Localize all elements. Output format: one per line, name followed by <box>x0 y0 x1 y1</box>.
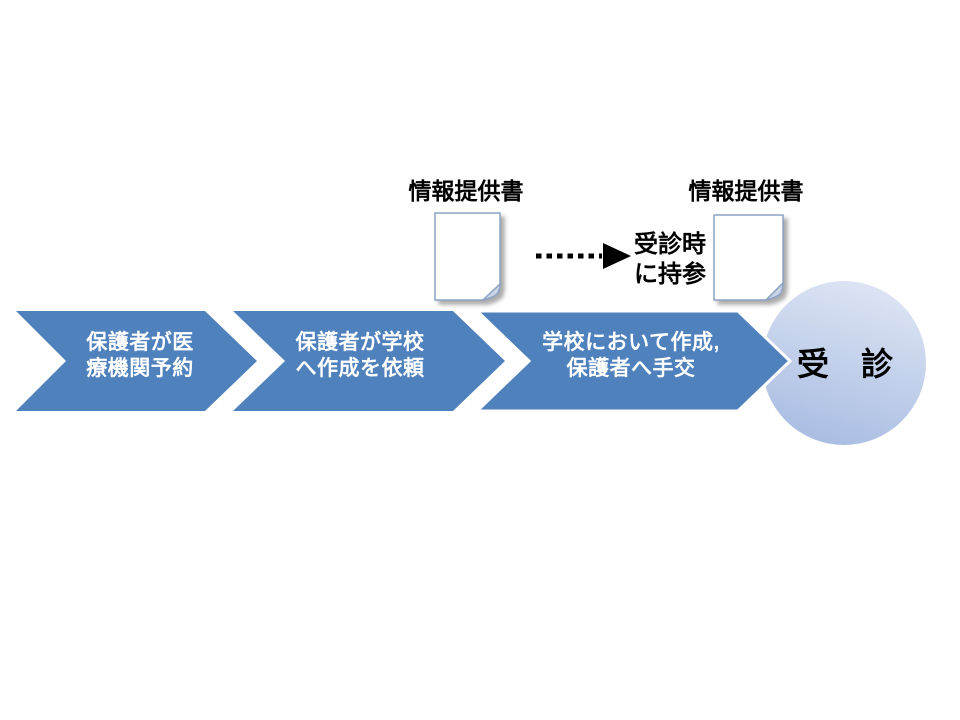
document-1-fold-corner <box>480 282 501 302</box>
chevron-2-label-line2: へ作成を依頼 <box>296 356 425 380</box>
chevron-step-3 <box>473 309 793 413</box>
document-1-page <box>434 212 501 301</box>
chevron-1-label-line2: 療機関予約 <box>86 356 194 380</box>
document-icon-2 <box>713 214 784 302</box>
dotted-arrow <box>536 243 631 269</box>
chevron-step-1 <box>16 311 257 411</box>
document-2-page <box>713 214 784 301</box>
outcome-circle <box>762 281 926 445</box>
chevron-1-label-line1: 保護者が医 <box>85 330 194 354</box>
carry-note-line2: に持参 <box>634 260 706 288</box>
document-2-label: 情報提供書 <box>689 178 804 204</box>
document-1-label: 情報提供書 <box>409 178 524 204</box>
chevron-3-label-line2: 保護者へ手交 <box>566 356 696 380</box>
chevron-2-label-line1: 保護者が学校 <box>295 330 425 354</box>
document-2-fold-corner <box>763 281 784 302</box>
chevron-step-2 <box>233 311 505 411</box>
carry-note-line1: 受診時 <box>634 230 706 258</box>
dotted-arrow-head <box>603 243 631 269</box>
outcome-label: 受 診 <box>797 346 894 382</box>
document-icon-1 <box>434 212 501 302</box>
chevron-3-label-line1: 学校において作成, <box>542 330 720 354</box>
